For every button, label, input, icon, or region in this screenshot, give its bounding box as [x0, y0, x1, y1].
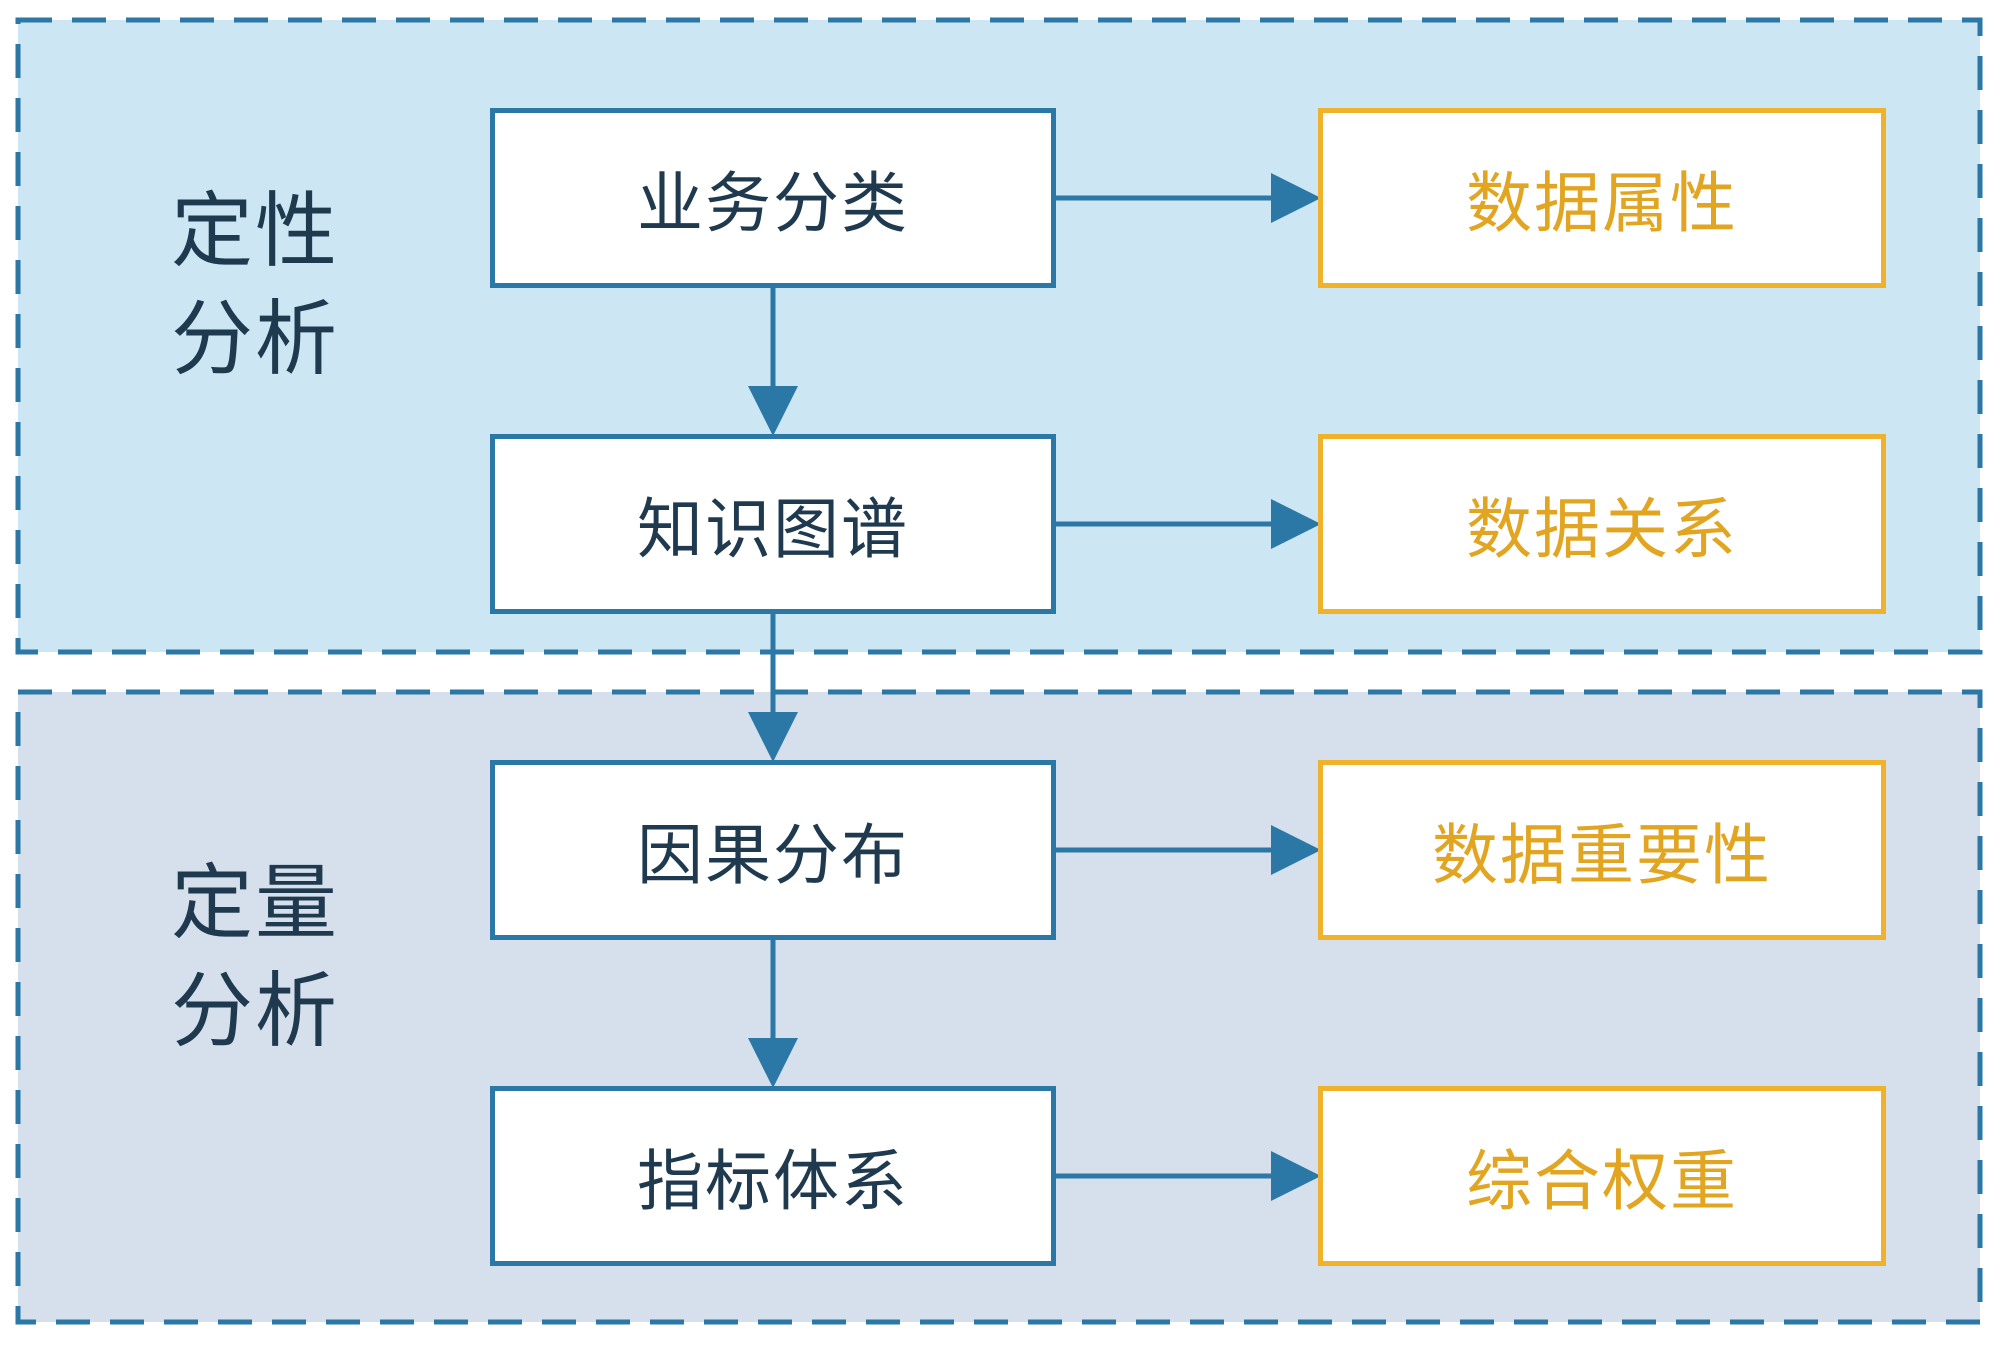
quantitative-label-line1: 定量	[170, 856, 339, 951]
process-step-causal-distribution: 因果分布	[490, 760, 1056, 940]
qualitative-analysis-label: 定性 分析	[155, 178, 355, 394]
result-data-attributes: 数据属性	[1318, 108, 1886, 288]
process-step-knowledge-graph: 知识图谱	[490, 434, 1056, 614]
process-step-business-classification: 业务分类	[490, 108, 1056, 288]
result-data-importance: 数据重要性	[1318, 760, 1886, 940]
qualitative-label-line2: 分析	[170, 292, 339, 387]
qualitative-label-line1: 定性	[170, 184, 339, 279]
result-data-relations: 数据关系	[1318, 434, 1886, 614]
result-comprehensive-weight: 综合权重	[1318, 1086, 1886, 1266]
quantitative-analysis-label: 定量 分析	[155, 850, 355, 1066]
quantitative-label-line2: 分析	[170, 964, 339, 1059]
process-step-indicator-system: 指标体系	[490, 1086, 1056, 1266]
